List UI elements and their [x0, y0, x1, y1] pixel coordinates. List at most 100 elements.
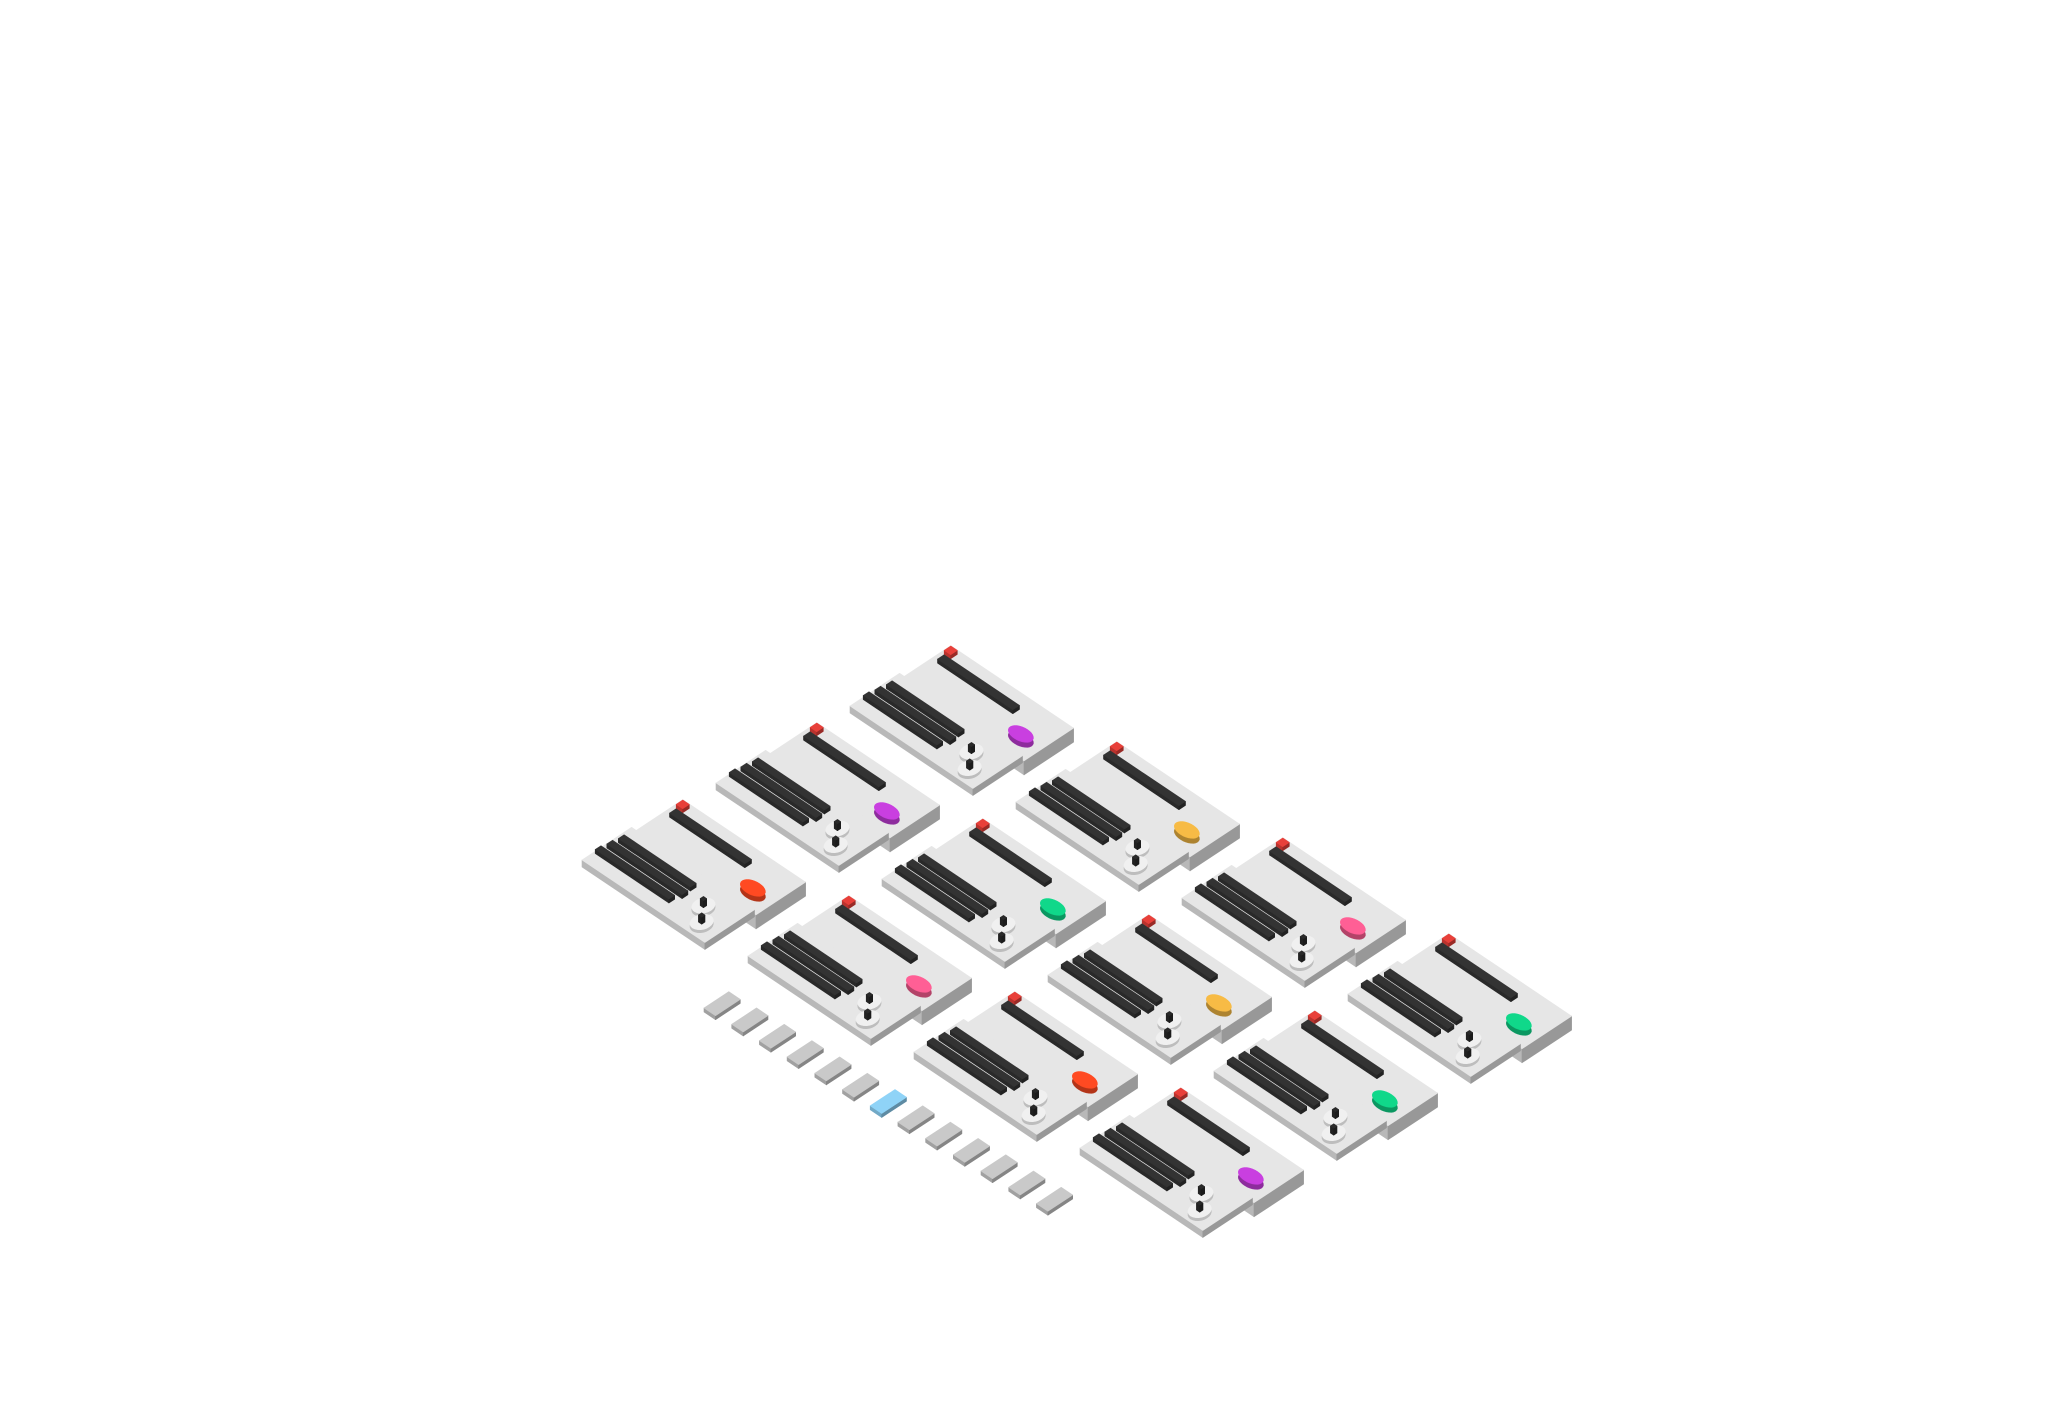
knob-post-top: [966, 758, 974, 764]
status-tab-top: [1307, 1010, 1322, 1021]
pagination-tile-top: [1036, 1187, 1073, 1212]
text-bar: [938, 1031, 1021, 1091]
title-bar: [803, 731, 886, 792]
ui-card-purple: [849, 645, 1074, 796]
status-tab: [1141, 914, 1156, 929]
text-bar: [1084, 949, 1163, 1007]
text-bar: [1194, 883, 1275, 942]
status-tab: [809, 722, 824, 737]
knob-post-top: [865, 992, 874, 998]
knob-post: [967, 742, 976, 755]
title-bar-top: [835, 904, 918, 961]
knob-post-top: [999, 915, 1008, 921]
text-bar: [885, 680, 965, 738]
accent-pill-button: [1072, 1071, 1098, 1094]
knob-post: [864, 1008, 872, 1021]
text-bar: [606, 839, 689, 899]
text-bar-top: [1218, 872, 1297, 926]
text-bar-top: [1360, 979, 1441, 1034]
accent-pill-button: [1372, 1090, 1398, 1113]
status-tab-top: [809, 722, 824, 733]
toggle-knob: [1457, 1030, 1482, 1051]
ui-card-purple: [715, 722, 940, 873]
pagination-tile-active-top: [869, 1089, 907, 1114]
toggle-knob: [1157, 1011, 1182, 1032]
status-tab-top: [1441, 933, 1456, 944]
text-bar: [728, 768, 810, 827]
pill-top: [1040, 898, 1066, 916]
text-bar: [594, 845, 676, 904]
toggle-knob: [1023, 1088, 1048, 1109]
text-bar: [906, 858, 989, 918]
knob-post: [999, 915, 1008, 928]
pagination-tile-top: [814, 1056, 852, 1082]
knob-post-top: [1164, 1027, 1172, 1033]
text-bar-top: [1052, 776, 1131, 830]
knob-post: [998, 931, 1006, 944]
status-tab-top: [943, 645, 958, 656]
knob-post-top: [699, 896, 708, 902]
knob-post: [1331, 1107, 1339, 1119]
pagination-tiles: [703, 991, 1073, 1216]
status-tab: [1007, 991, 1022, 1006]
text-bar-top: [1384, 968, 1463, 1022]
status-tab: [1109, 741, 1124, 756]
knob-post: [1330, 1123, 1338, 1136]
ui-card-yellow: [1015, 741, 1240, 892]
pagination-tile-top: [842, 1072, 880, 1098]
toggle-knob: [1321, 1123, 1346, 1144]
text-bar-top: [740, 762, 823, 818]
pill-top: [874, 802, 900, 820]
title-bar: [1001, 1000, 1084, 1060]
accent-pill-button: [906, 975, 932, 998]
text-bar-top: [1116, 1122, 1195, 1176]
title-bar-top: [1435, 942, 1518, 999]
text-bar: [1250, 1045, 1329, 1103]
text-bar: [1360, 979, 1441, 1038]
toggle-knob: [823, 835, 848, 857]
toggle-knob: [1189, 1184, 1214, 1205]
text-bar-top: [1226, 1056, 1307, 1111]
knob-post-top: [832, 835, 840, 841]
status-tab: [943, 645, 958, 660]
knob-post: [1164, 1027, 1172, 1040]
knob-post: [1165, 1011, 1173, 1024]
knob-post-top: [698, 912, 706, 918]
toggle-knob: [957, 758, 982, 780]
toggle-knob: [1291, 934, 1316, 955]
pagination-tile-top: [703, 991, 741, 1017]
knob-post: [1133, 838, 1141, 851]
text-bar-top: [1206, 877, 1289, 933]
text-bar: [760, 941, 842, 1000]
pill-top: [1206, 994, 1232, 1012]
ui-card-yellow: [1047, 914, 1272, 1065]
text-bar-top: [885, 680, 965, 734]
pagination-tile: [925, 1121, 963, 1151]
knob-post: [966, 758, 974, 771]
knob-post: [1197, 1184, 1205, 1196]
text-bar: [1072, 954, 1155, 1014]
ui-card-green: [1213, 1010, 1438, 1161]
accent-pill-button: [1506, 1013, 1532, 1036]
text-bar: [926, 1037, 1008, 1096]
text-bar-top: [938, 1031, 1021, 1087]
pagination-tile: [786, 1040, 824, 1069]
text-bar-top: [1372, 973, 1455, 1029]
knob-post: [1298, 950, 1306, 963]
text-bar-top: [606, 839, 689, 895]
pagination-tile-top: [786, 1040, 824, 1065]
toggle-knob: [1125, 838, 1150, 859]
pagination-tile-top: [1008, 1170, 1046, 1196]
toggle-knob: [959, 742, 984, 763]
text-bar-top: [594, 845, 676, 900]
knob-post: [1464, 1046, 1472, 1059]
ui-card-pink: [747, 895, 972, 1046]
text-bar: [894, 864, 976, 923]
text-bar-top: [751, 757, 831, 811]
pill-top: [1340, 917, 1366, 935]
pagination-tile: [980, 1154, 1018, 1183]
status-tab-top: [975, 818, 990, 829]
text-bar: [1218, 872, 1297, 930]
text-bar: [772, 935, 855, 995]
knob-post-top: [1465, 1030, 1473, 1035]
